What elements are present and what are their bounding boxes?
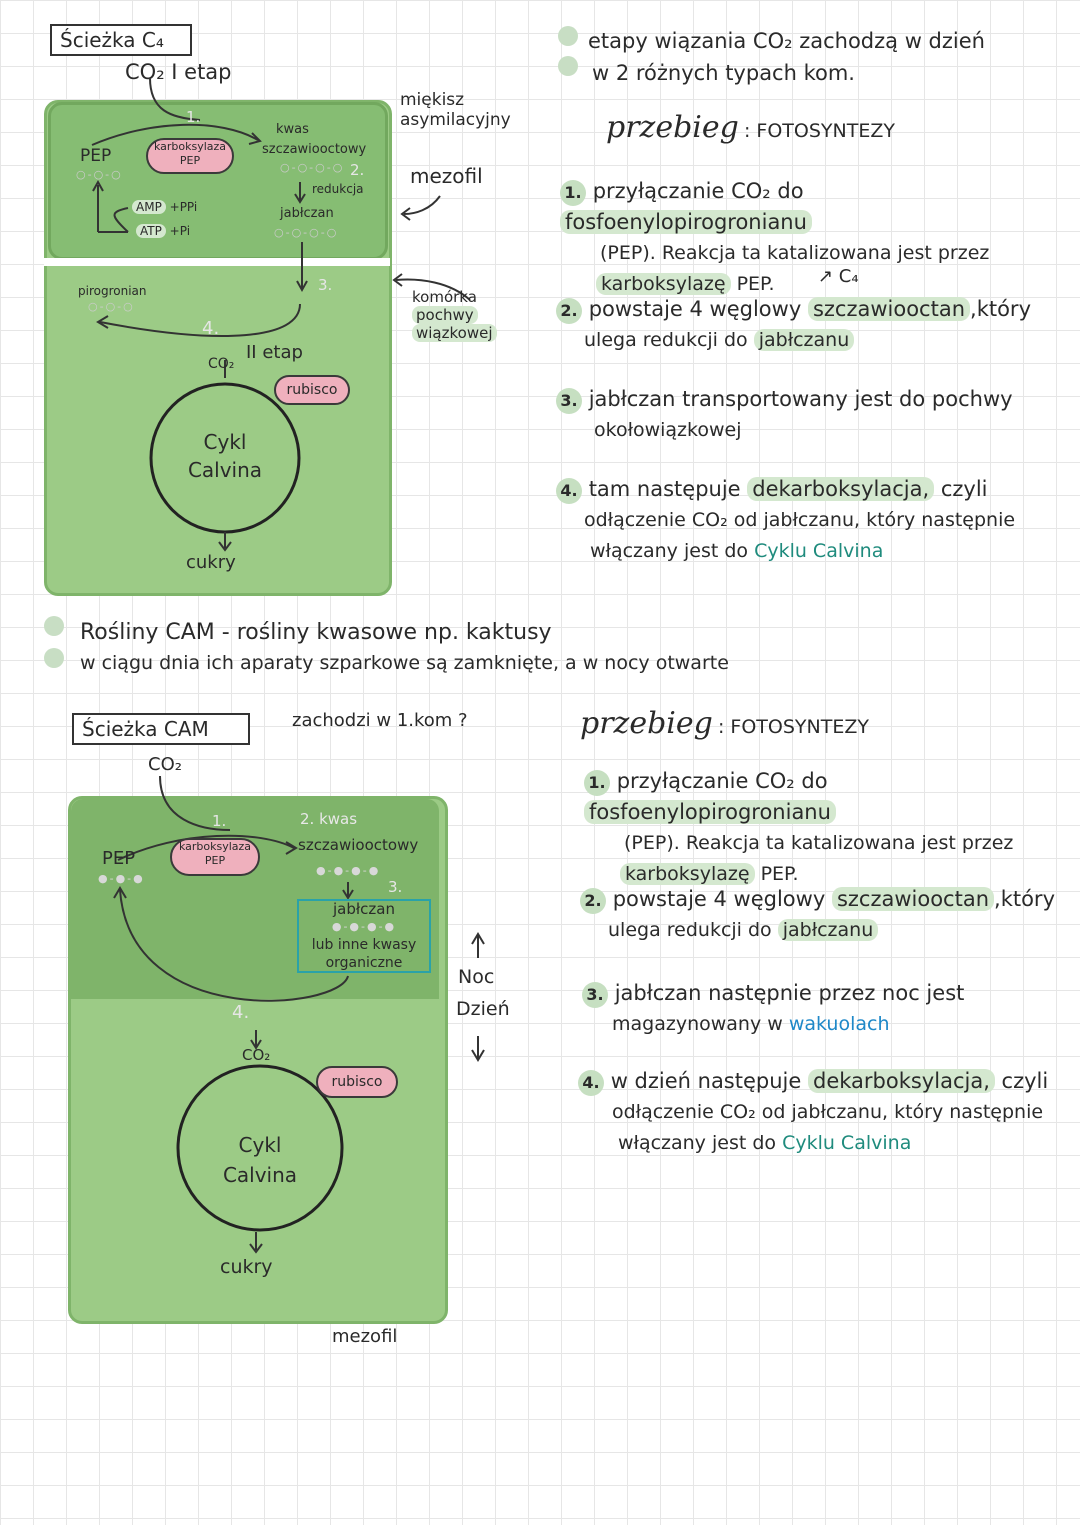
c4-step3-mark: 3. [318, 276, 333, 294]
cell-gap [44, 258, 390, 266]
c4-step4-text: 4. tam następuje dekarboksylacja, czyli … [556, 474, 1066, 567]
c4-mesophyll-cell [48, 102, 388, 260]
step-number-badge: 1. [584, 770, 610, 796]
cam-sugars-label: cukry [220, 1256, 273, 1278]
c4-malate-label: jabłczan [280, 206, 334, 221]
cam-day-label: Dzień [456, 998, 510, 1020]
cam-acid-name: szczawiooctowy [298, 836, 419, 854]
c4-malate-carbons: ○-○-○-○ [274, 226, 339, 239]
c4-mezofil-caption: mezofil [410, 164, 483, 188]
atp-pill: ATP [136, 224, 166, 238]
c4-step1-mark: 1. [186, 108, 201, 126]
c4-step4-mark: 4. [202, 318, 220, 339]
cam-step1-text: 1. przyłączanie CO₂ do fosfoenylopirogro… [584, 766, 1074, 890]
cam-step3-mark: 3. [388, 878, 403, 896]
step-number-badge: 3. [556, 388, 582, 414]
c4-pyruvate-label: pirogronian [78, 284, 147, 298]
step-number-badge: 3. [582, 982, 608, 1008]
cam-step4-text: 4. w dzień następuje dekarboksylacja, cz… [578, 1066, 1074, 1159]
c4-enzyme-badge: karboksylaza PEP [146, 138, 234, 174]
c4-note: ↗ C₄ [818, 266, 859, 287]
bullet-dot [44, 616, 64, 636]
c4-calvin-cycle: Cykl Calvina [187, 430, 263, 482]
cam-intro-line2: w ciągu dnia ich aparaty szparkowe są za… [80, 652, 729, 674]
c4-intro-line2: w 2 różnych typach kom. [592, 61, 855, 85]
c4-co2-label: CO₂ [208, 356, 235, 372]
bullet-dot [44, 648, 64, 668]
cam-intro-line1: Rośliny CAM - rośliny kwasowe np. kaktus… [80, 620, 552, 645]
c4-step2-mark: 2. [350, 161, 365, 179]
c4-kwas2-label: szczawiooctowy [262, 142, 367, 157]
c4-stage2-label: II etap [246, 342, 303, 363]
step-number-badge: 2. [556, 298, 582, 324]
cam-co2-2-label: CO₂ [242, 1046, 271, 1064]
bullet-dot [558, 56, 578, 76]
cam-enzyme-badge: karboksylaza PEP [170, 838, 260, 876]
c4-rubisco-badge: rubisco [274, 375, 350, 405]
c4-sugars-label: cukry [186, 552, 236, 573]
cam-step1-mark: 1. [212, 812, 227, 830]
cam-arrows [113, 775, 485, 1254]
cam-step4-mark: 4. [232, 1002, 250, 1023]
c4-bundle-sheath-caption: komórka pochwy wiązkowej [412, 288, 497, 342]
cam-night-label: Noc [458, 966, 495, 988]
c4-intro-line1: etapy wiązania CO₂ zachodzą w dzień [588, 29, 985, 53]
amp-pill: AMP [132, 200, 166, 214]
c4-pep-carbons: ○-○-○ [76, 168, 123, 181]
cam-malate-box: jabłczan ●-●-●-● lub inne kwasy organicz… [311, 900, 417, 971]
cam-pep-carbons: ●-●-● [98, 872, 145, 885]
cam-step2-text: 2. powstaje 4 węglowy szczawiooctan,któr… [580, 884, 1070, 946]
c4-mesophyll-caption: miękisz asymilacyjny [400, 90, 511, 130]
c4-atp-row: ATP +Pi [136, 224, 190, 238]
c4-step1-text: 1. przyłączanie CO₂ do fosfoenylopirogro… [560, 176, 1060, 300]
cam-acid-label: 2. kwas [300, 810, 358, 828]
c4-reduction-label: redukcja [312, 182, 364, 196]
step-number-badge: 4. [578, 1070, 604, 1096]
cam-calvin-cycle: Cykl Calvina [222, 1133, 298, 1187]
cam-process-heading: przebieg : FOTOSYNTEZY [580, 706, 869, 741]
cam-where-label: zachodzi w 1.kom ? [292, 710, 468, 731]
c4-pep-label: PEP [80, 146, 112, 166]
cam-title-box: Ścieżka CAM [72, 713, 250, 745]
step-number-badge: 1. [560, 180, 586, 206]
c4-arrows [91, 77, 471, 552]
c4-process-heading: przebieg : FOTOSYNTEZY [606, 110, 895, 145]
step-number-badge: 4. [556, 478, 582, 504]
c4-oxaloacetate-carbons: ○-○-○-○ [280, 161, 345, 174]
cam-step3-text: 3. jabłczan następnie przez noc jest mag… [582, 978, 1072, 1040]
c4-stage1-label: CO₂ I etap [125, 60, 232, 84]
cam-mezofil-caption: mezofil [332, 1326, 398, 1347]
bullet-dot [558, 26, 578, 46]
c4-amp-row: AMP +PPi [132, 200, 197, 214]
c4-step3-text: 3. jabłczan transportowany jest do pochw… [556, 384, 1066, 446]
c4-kwas-label: kwas [276, 122, 309, 137]
cam-rubisco-badge: rubisco [316, 1066, 398, 1098]
step-number-badge: 2. [580, 888, 606, 914]
c4-step2-text: 2. powstaje 4 węglowy szczawiooctan,któr… [556, 294, 1056, 356]
c4-title-box: Ścieżka C₄ [50, 24, 192, 56]
cam-oxaloacetate-carbons: ●-●-●-● [316, 864, 381, 877]
cam-pep-label: PEP [102, 848, 136, 869]
cam-co2-label: CO₂ [148, 754, 182, 775]
c4-pyruvate-carbons: ○-○-○ [88, 300, 135, 313]
